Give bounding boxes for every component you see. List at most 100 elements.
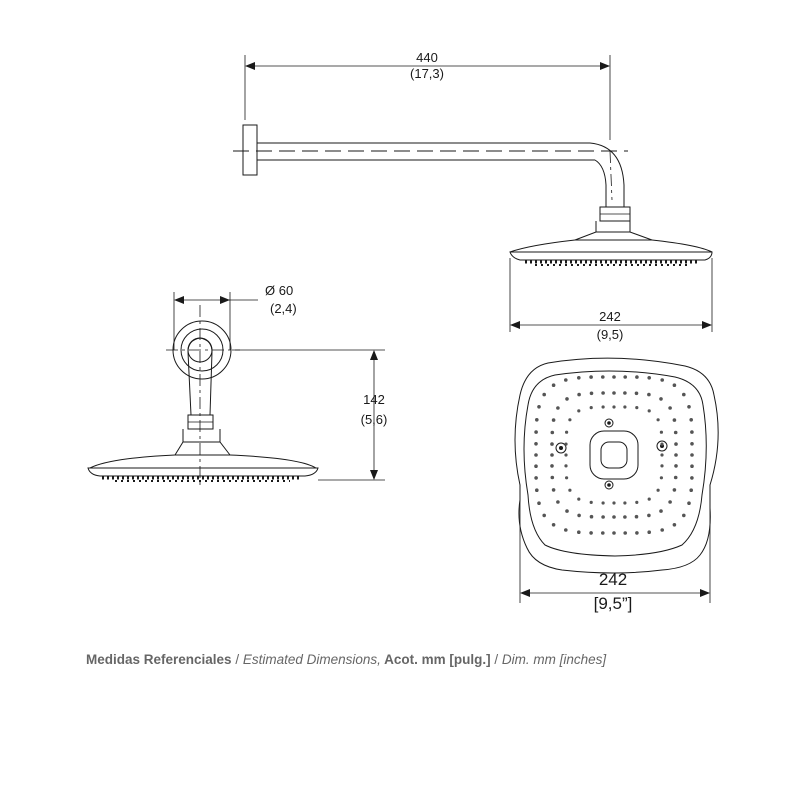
arm-bend-outer	[589, 142, 625, 186]
center-ring-inner	[600, 441, 628, 469]
nozzle-dot	[564, 442, 568, 446]
nozzle-dot	[612, 405, 616, 409]
nozzle-dot	[550, 475, 555, 480]
nozzle-dot	[647, 497, 651, 501]
side-view-arm	[233, 124, 713, 266]
nozzle-dot	[535, 418, 539, 422]
caption-sep-1: /	[231, 652, 243, 667]
nozzle-dot	[564, 378, 568, 382]
nozzle-dot	[690, 430, 694, 434]
bend-centerline	[609, 150, 613, 201]
nozzle-dot	[556, 500, 560, 504]
nozzle-dot	[689, 488, 693, 493]
nozzle-dot	[565, 430, 569, 434]
nozzle-dot	[601, 405, 605, 409]
nozzle-dot	[635, 531, 639, 535]
nozzle-dot	[672, 383, 677, 388]
nozzle-dot	[623, 515, 627, 519]
dim-head-width-top: 242 [9,5”]	[519, 488, 711, 613]
nozzle-dot	[635, 500, 639, 504]
nozzle-dot	[577, 513, 581, 518]
nozzle-dot	[659, 430, 664, 434]
nozzle-dot	[577, 530, 581, 534]
dim-drop-height: 142 (5,6)	[232, 349, 388, 481]
nozzle-dot	[568, 418, 572, 422]
nozzle-dot	[687, 405, 691, 409]
nozzle-dot	[551, 488, 556, 492]
nozzle-dot	[690, 464, 694, 469]
nozzle-dot	[589, 406, 593, 410]
caption-en-units: Dim. mm [inches]	[501, 652, 607, 667]
front-head-plate	[87, 467, 319, 477]
nozzle-dot	[682, 513, 686, 518]
nozzle-dot	[542, 513, 546, 518]
nozzle-dot	[589, 500, 593, 504]
nozzle-dot	[534, 430, 538, 434]
nozzle-dot	[623, 375, 627, 379]
spray-nozzles	[534, 375, 694, 535]
front-view	[87, 305, 319, 485]
nozzle-dot	[565, 397, 569, 401]
nozzle-dot	[564, 453, 568, 457]
nozzle-dot	[674, 464, 678, 468]
dim-arm-length-mm: 440	[416, 50, 438, 65]
dim-flange-diameter-mm: Ø 60	[265, 283, 293, 298]
caption-en: Estimated Dimensions,	[242, 652, 381, 667]
dim-flange-diameter-in: (2,4)	[270, 301, 297, 316]
nozzle-dot	[556, 406, 560, 410]
nozzle-dot	[647, 513, 651, 518]
nozzle-dot	[612, 531, 616, 535]
dim-head-width-side: 242 (9,5)	[509, 258, 713, 342]
nozzle-dot	[647, 392, 651, 397]
nozzle-dot	[634, 514, 639, 519]
nozzle-dot	[659, 397, 663, 401]
nozzle-dot	[682, 392, 686, 397]
nozzle-dot	[565, 476, 569, 480]
nozzle-dot	[659, 509, 663, 513]
nozzle-dot	[564, 464, 568, 468]
nozzle-dot	[601, 531, 605, 535]
nozzle-dot	[656, 418, 660, 422]
head-plate-side	[509, 251, 713, 261]
dim-drop-height-in: (5,6)	[361, 412, 388, 427]
dim-head-width-side-in: (9,5)	[597, 327, 624, 342]
nozzle-dot	[647, 530, 651, 534]
nozzle-dot	[660, 464, 664, 468]
nozzle-dot	[534, 464, 538, 469]
nozzle-dot	[550, 430, 555, 435]
head-dome	[574, 231, 653, 241]
nozzle-dot	[601, 515, 605, 519]
dim-arm-length: 440 (17,3)	[244, 50, 611, 140]
nozzle-dot	[537, 501, 541, 506]
nozzle-dot	[601, 375, 605, 379]
nozzle-dot	[550, 453, 554, 457]
dim-flange-diameter: Ø 60 (2,4)	[173, 283, 297, 350]
nozzle-dot	[690, 442, 694, 446]
dimensions-caption: Medidas Referenciales / Estimated Dimens…	[86, 652, 606, 667]
nozzle-dot	[577, 392, 581, 397]
nozzle-dot	[612, 391, 616, 395]
front-head-top	[89, 454, 317, 469]
head-outline	[514, 357, 719, 574]
nozzle-dot	[635, 406, 639, 410]
nozzle-dot	[534, 476, 538, 480]
nozzle-dot	[659, 476, 664, 480]
nozzle-dot	[534, 453, 538, 457]
nozzle-dot	[672, 523, 677, 527]
nozzle-dot	[623, 391, 627, 395]
nozzle-dot	[577, 376, 581, 380]
nozzle-dot	[535, 488, 539, 493]
nozzle-dot	[565, 509, 569, 513]
nozzle-dot	[612, 375, 616, 379]
center-ring-outer	[589, 430, 639, 480]
nozzle-dot	[672, 418, 677, 422]
top-view-head	[514, 357, 719, 574]
arm-bend-inner	[594, 159, 607, 186]
dim-head-width-top-mm: 242	[599, 570, 627, 589]
nozzle-dot	[589, 375, 593, 379]
nozzle-dot	[564, 528, 568, 532]
caption-es-units: Acot. mm [pulg.]	[380, 652, 491, 667]
nozzle-dot	[674, 442, 678, 446]
